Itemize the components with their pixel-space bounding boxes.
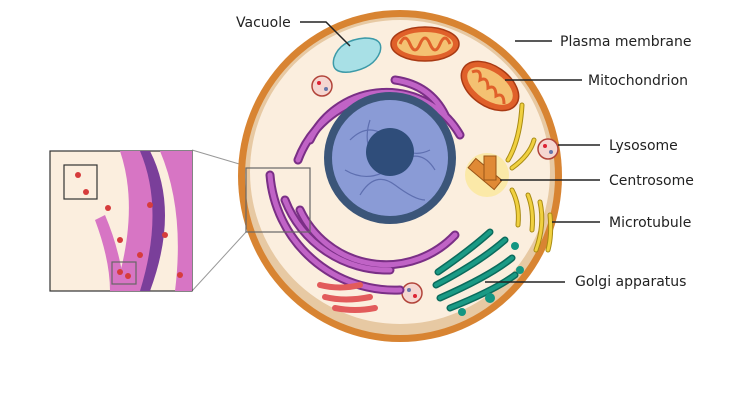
label-lysosome: Lysosome — [609, 138, 678, 154]
golgi-apparatus — [432, 228, 524, 316]
centrosome — [465, 153, 509, 197]
rough-er-inset — [49, 150, 193, 292]
nucleolus — [366, 128, 414, 176]
label-microtubule: Microtubule — [609, 215, 691, 231]
label-centrosome: Centrosome — [609, 173, 694, 189]
nucleus — [324, 92, 456, 224]
cell — [238, 10, 562, 342]
mitochondrion — [390, 26, 520, 112]
inset-connector-top — [191, 149, 247, 167]
vacuole — [332, 37, 382, 73]
lysosome — [311, 75, 559, 304]
label-vacuole: Vacuole — [236, 15, 291, 31]
zoom-region-marker — [245, 167, 311, 233]
inset-connector-bottom — [191, 231, 247, 292]
microtubule — [505, 102, 554, 253]
label-plasma-membrane: Plasma membrane — [560, 34, 691, 50]
label-mitochondrion: Mitochondrion — [588, 73, 688, 89]
label-golgi-apparatus: Golgi apparatus — [575, 274, 686, 290]
